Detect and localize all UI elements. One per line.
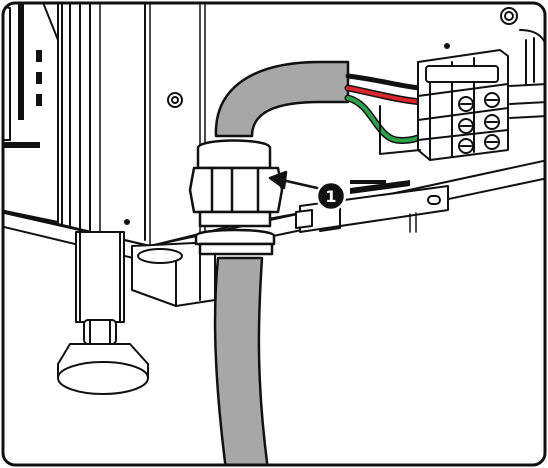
- rail-slot: [350, 180, 410, 194]
- cabinet-handle: [3, 3, 42, 148]
- wire-black: [345, 73, 423, 91]
- floor-bracket: [131, 241, 216, 307]
- wire-red: [344, 84, 426, 106]
- screw-door: [167, 92, 183, 108]
- cabinet-housing: [3, 3, 545, 247]
- hole-small-left: [124, 219, 130, 225]
- leveling-foot: [57, 231, 149, 395]
- terminal-bracket: [379, 29, 545, 155]
- grey-cable: [213, 60, 350, 465]
- terminal-screws: [458, 92, 500, 154]
- callout-badge: 1: [315, 180, 347, 212]
- hole-small: [444, 43, 450, 49]
- screw-top-right: [500, 7, 518, 25]
- callout-label: 1: [325, 187, 336, 206]
- cable-gland: [188, 139, 284, 256]
